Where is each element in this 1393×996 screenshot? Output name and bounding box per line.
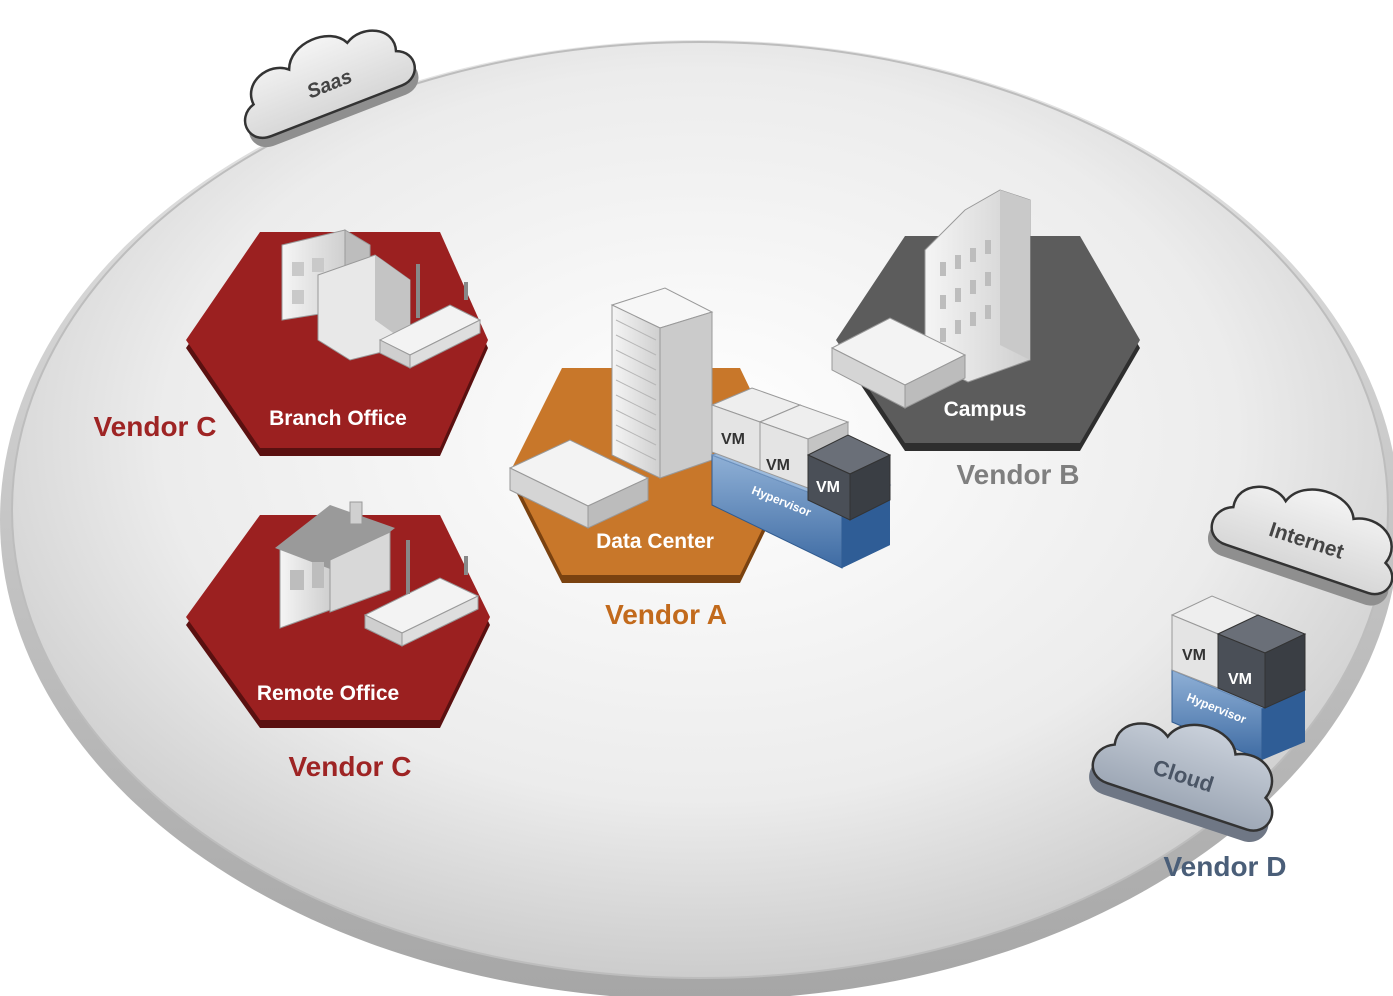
- house-icon: [275, 501, 395, 629]
- saas-cloud: Saas: [243, 29, 419, 148]
- branch-office-label: Branch Office: [269, 407, 407, 430]
- vm-label: VM: [766, 457, 790, 474]
- office-building-icon: [281, 229, 411, 361]
- vm-label: VM: [721, 431, 745, 448]
- campus-label: Campus: [944, 398, 1027, 421]
- remote-office-site: Remote Office: [186, 501, 490, 728]
- vm-label: VM: [1182, 647, 1206, 664]
- hypervisor-stack-dc: Hypervisor VM VM VM: [710, 387, 892, 569]
- vm-label: VM: [816, 479, 840, 496]
- internet-cloud: Internet: [1208, 485, 1393, 606]
- branch-office-site: Branch Office: [186, 229, 488, 456]
- cloud-site: Hypervisor VM VM Cloud: [1089, 595, 1307, 843]
- switch-icon: [830, 317, 967, 409]
- campus-site: Campus: [830, 189, 1140, 451]
- remote-office-vendor: Vendor C: [289, 751, 412, 782]
- cloud-icon: Cloud: [1089, 722, 1274, 843]
- data-center-vendor: Vendor A: [605, 599, 727, 630]
- cloud-vendor: Vendor D: [1164, 851, 1287, 882]
- vm-label: VM: [1228, 671, 1252, 688]
- vm-box-5: VM: [1216, 614, 1307, 709]
- router-icon: [378, 264, 482, 369]
- branch-office-vendor: Vendor C: [94, 411, 217, 442]
- router-icon: [363, 540, 480, 647]
- server-rack-icon: [610, 287, 714, 479]
- vm-box-3: VM: [806, 434, 892, 521]
- hypervisor-stack-cloud: Hypervisor VM VM: [1170, 595, 1307, 761]
- data-center-label: Data Center: [596, 530, 714, 553]
- remote-office-label: Remote Office: [257, 682, 399, 705]
- switch-icon: [508, 439, 650, 529]
- campus-vendor: Vendor B: [957, 459, 1080, 490]
